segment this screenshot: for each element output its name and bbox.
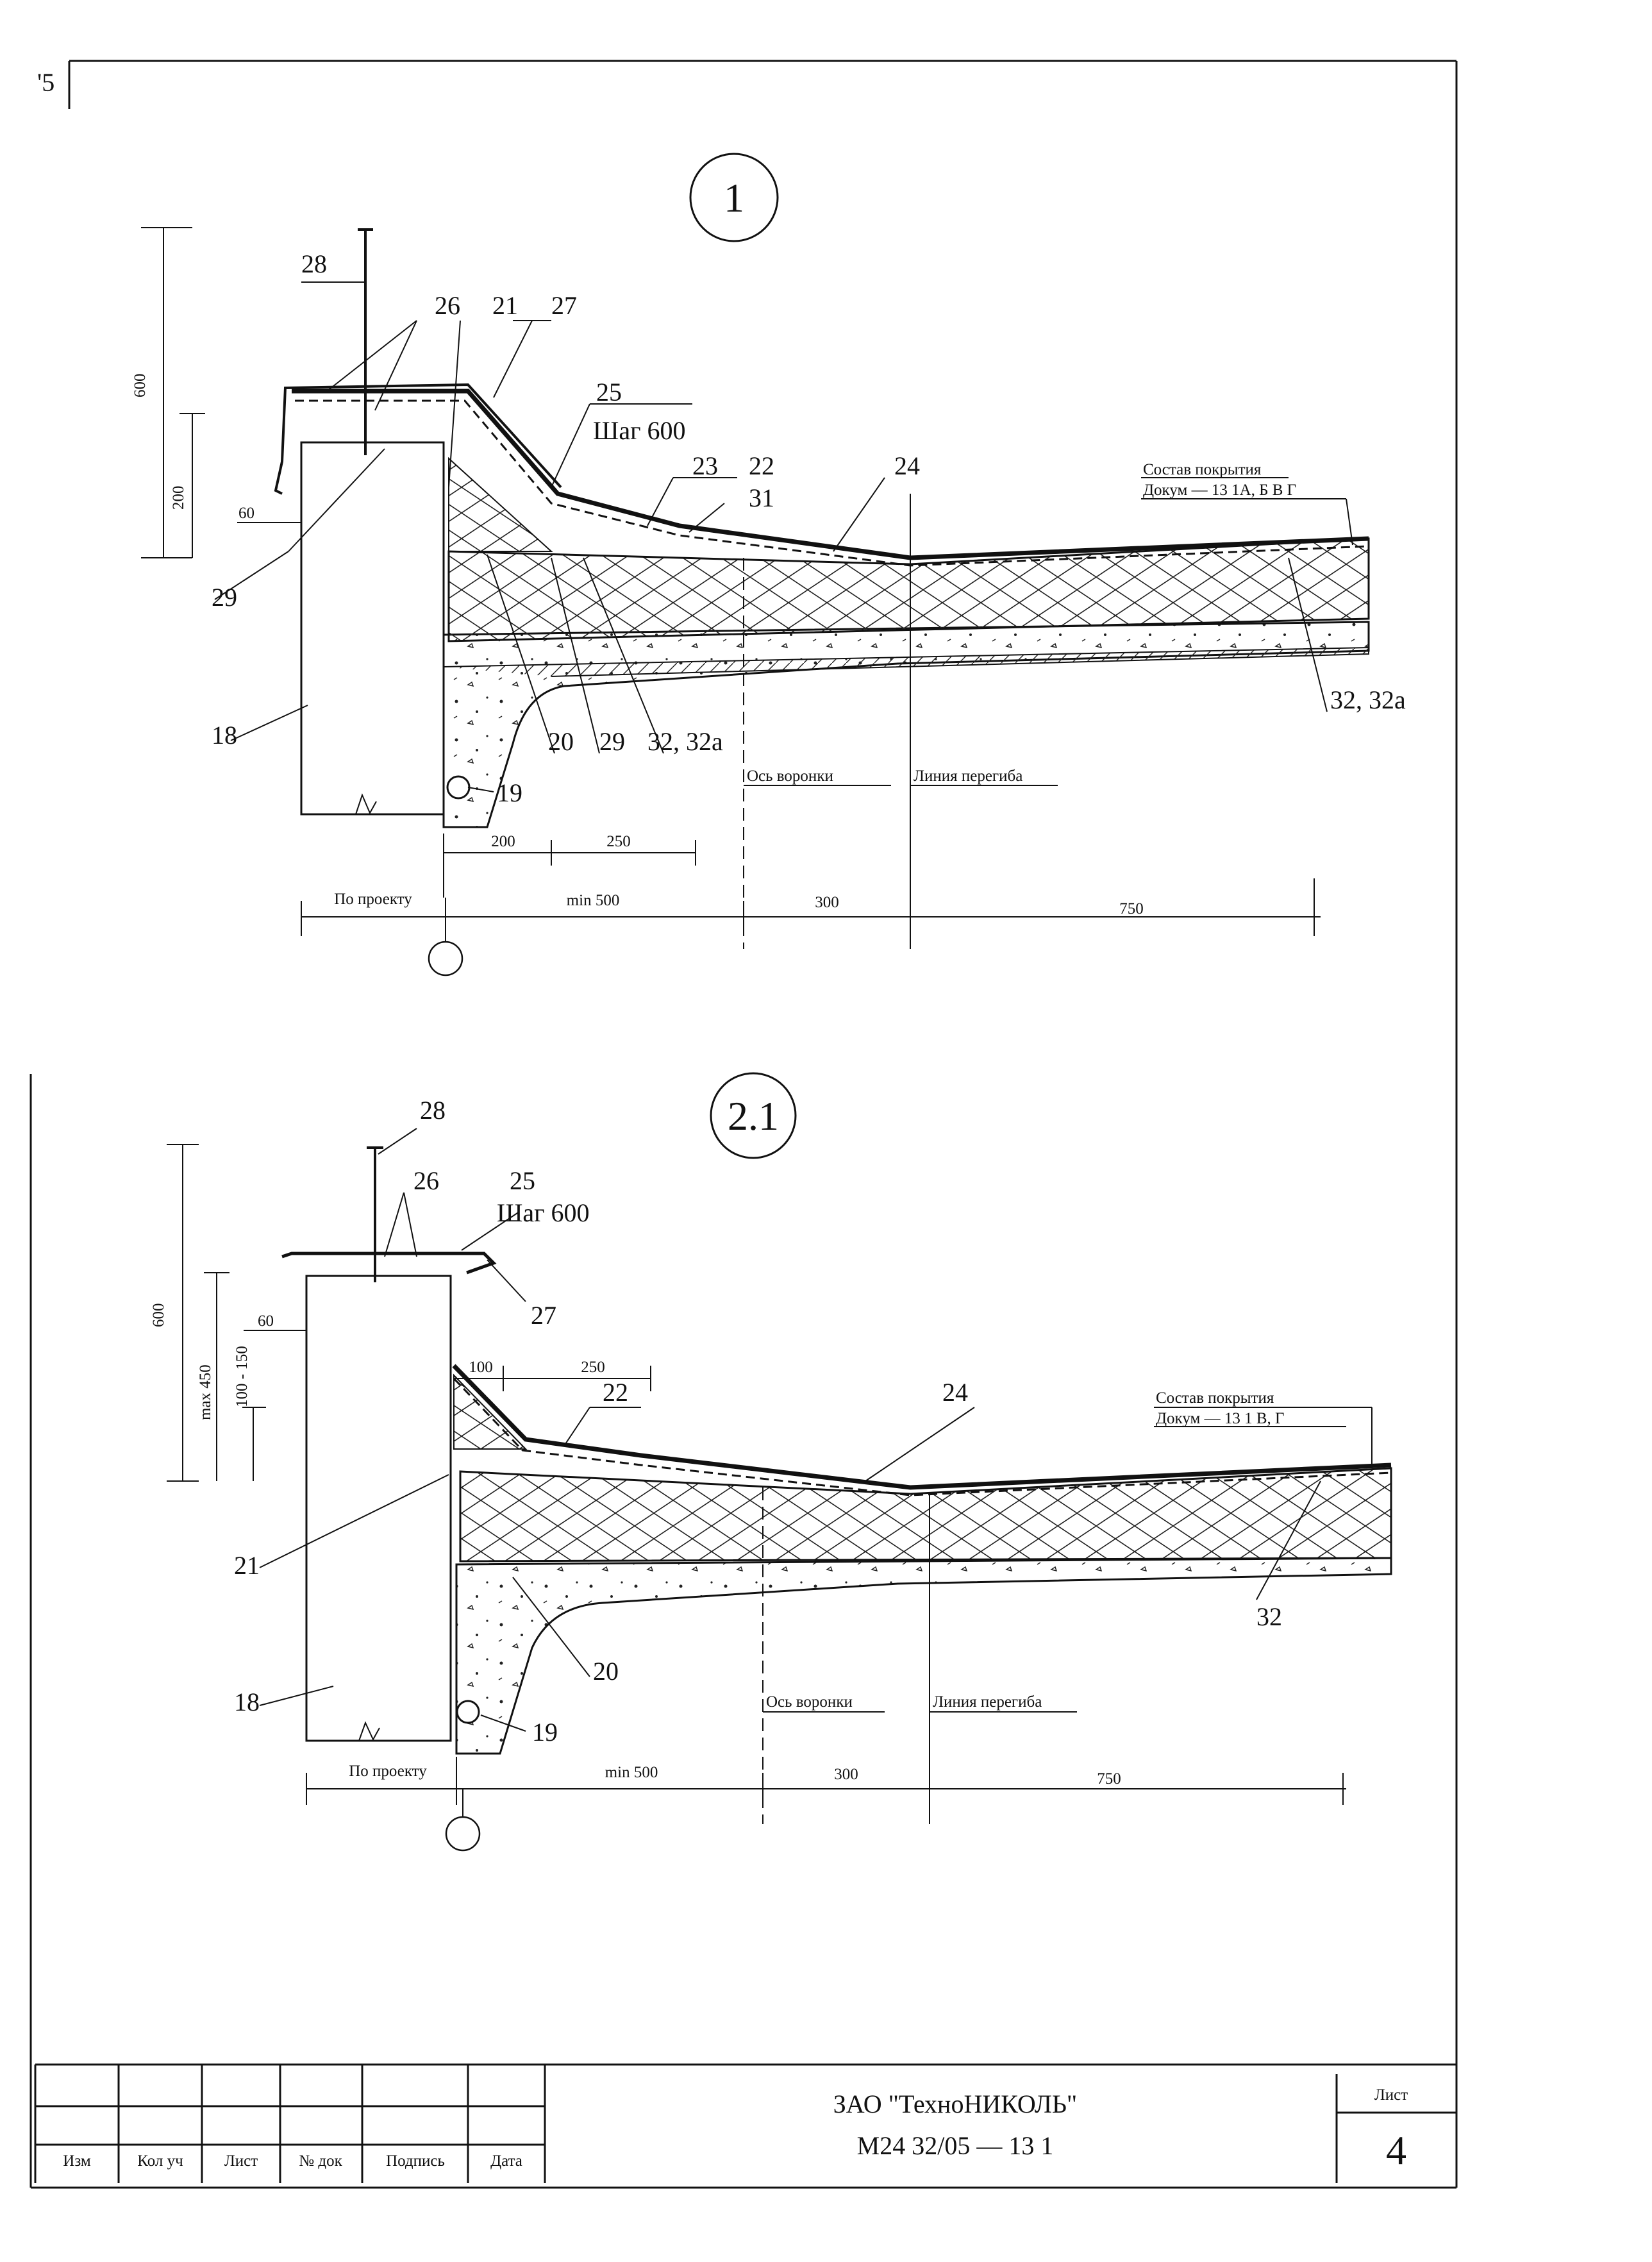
sealant-cord-2 xyxy=(456,1700,480,1724)
dim-min500: min 500 xyxy=(567,892,620,909)
col-header-izm: Изм xyxy=(63,2152,91,2170)
document-code: М24 32/05 — 13 1 xyxy=(857,2131,1054,2160)
detail-1-marker-label: 1 xyxy=(724,175,744,221)
col-header-list: Лист xyxy=(224,2152,258,2170)
dim-by-project: По проекту xyxy=(334,891,412,908)
dim-60: 60 xyxy=(258,1312,274,1330)
callout-32-right: 32, 32а xyxy=(1330,685,1406,714)
dim-250-h: 250 xyxy=(581,1359,605,1376)
sealant-cord-1 xyxy=(446,775,471,800)
corner-mark: '5 xyxy=(37,68,54,97)
bend-line-label-2: Линия перегиба xyxy=(933,1693,1042,1711)
callout-18: 18 xyxy=(234,1688,260,1716)
callout-22: 22 xyxy=(749,451,774,480)
step-label: Шаг 600 xyxy=(593,416,686,445)
parapet-cap-1 xyxy=(274,383,562,495)
callout-23: 23 xyxy=(692,451,718,480)
insulation-2 xyxy=(459,1467,1392,1562)
insulation-1 xyxy=(447,537,1370,642)
callout-20: 20 xyxy=(593,1657,619,1686)
detail-2-marker-circle xyxy=(710,1072,797,1159)
composition-ref-2: Докум — 13 1 В, Г xyxy=(1156,1410,1284,1427)
callout-18: 18 xyxy=(212,721,237,750)
detail-2-marker-label: 2.1 xyxy=(728,1093,779,1139)
callout-32: 32 xyxy=(1256,1602,1282,1631)
callout-27: 27 xyxy=(551,291,577,320)
dim-max450: max 450 xyxy=(197,1364,214,1420)
parapet-wall-1 xyxy=(300,441,445,816)
dim-750: 750 xyxy=(1097,1770,1121,1788)
bend-line-label-1: Линия перегиба xyxy=(914,767,1022,785)
dim-by-project: По проекту xyxy=(349,1763,427,1780)
sheet-number: 4 xyxy=(1386,2127,1406,2173)
callout-26: 26 xyxy=(413,1166,439,1195)
callout-20: 20 xyxy=(548,727,574,756)
title-block xyxy=(34,2063,1456,2183)
callout-28: 28 xyxy=(301,249,327,278)
callout-29a: 29 xyxy=(212,583,237,612)
dim-750: 750 xyxy=(1119,900,1144,917)
dim-600: 600 xyxy=(150,1303,167,1328)
axis-bubble-1 xyxy=(428,941,463,976)
fillet-1 xyxy=(448,457,553,552)
callout-22: 22 xyxy=(603,1378,628,1407)
callout-26: 26 xyxy=(435,291,460,320)
dim-200-h: 200 xyxy=(491,833,515,850)
dim-250-h: 250 xyxy=(606,833,631,850)
callout-19: 19 xyxy=(497,778,522,807)
callout-31: 31 xyxy=(749,483,774,512)
sheet-frame xyxy=(29,60,1458,2189)
concrete-slab-2 xyxy=(455,1557,1392,1755)
callout-24: 24 xyxy=(942,1378,968,1407)
roof-membrane-1 xyxy=(292,389,1369,560)
dim-300: 300 xyxy=(815,894,839,911)
callout-24: 24 xyxy=(894,451,920,480)
detail-2-1: 2.1 xyxy=(150,1072,1392,1852)
dim-600: 600 xyxy=(131,374,149,398)
dim-300: 300 xyxy=(834,1766,858,1783)
sheet-label: Лист xyxy=(1374,2086,1408,2104)
fillet-2 xyxy=(453,1373,528,1450)
callout-21: 21 xyxy=(492,291,518,320)
parapet-wall-2 xyxy=(305,1275,452,1742)
dim-100-150: 100 - 150 xyxy=(233,1346,251,1407)
company-name: ЗАО "ТехноНИКОЛЬ" xyxy=(833,2090,1077,2118)
roof-membrane-2 xyxy=(452,1364,1392,1490)
dim-100-h: 100 xyxy=(469,1359,493,1376)
callout-32: 32, 32а xyxy=(647,727,723,756)
col-header-signature: Подпись xyxy=(386,2152,445,2170)
funnel-axis-label-2: Ось воронки xyxy=(766,1693,853,1711)
col-header-kol-uch: Кол уч xyxy=(137,2152,183,2170)
callout-19: 19 xyxy=(532,1718,558,1747)
funnel-axis-label-1: Ось воронки xyxy=(747,767,833,785)
composition-title-2: Состав покрытия xyxy=(1156,1389,1274,1407)
dim-60: 60 xyxy=(238,505,254,522)
callout-25: 25 xyxy=(596,378,622,406)
callout-21: 21 xyxy=(234,1551,260,1580)
dim-min500: min 500 xyxy=(605,1764,658,1781)
callout-25: 25 xyxy=(510,1166,535,1195)
composition-ref-1: Докум — 13 1А, Б В Г xyxy=(1143,482,1296,499)
axis-bubble-2 xyxy=(445,1816,481,1852)
dim-200: 200 xyxy=(170,486,187,510)
col-header-date: Дата xyxy=(490,2152,522,2170)
step-label: Шаг 600 xyxy=(497,1198,590,1227)
composition-title-1: Состав покрытия xyxy=(1143,461,1262,478)
callout-29b: 29 xyxy=(599,727,625,756)
parapet-cap-2 xyxy=(281,1252,497,1275)
callout-27: 27 xyxy=(531,1301,556,1330)
callout-28: 28 xyxy=(420,1096,446,1125)
col-header-doc-no: № док xyxy=(299,2152,342,2170)
detail-1-marker-circle xyxy=(689,153,779,242)
detail-1: 1 xyxy=(131,153,1406,976)
